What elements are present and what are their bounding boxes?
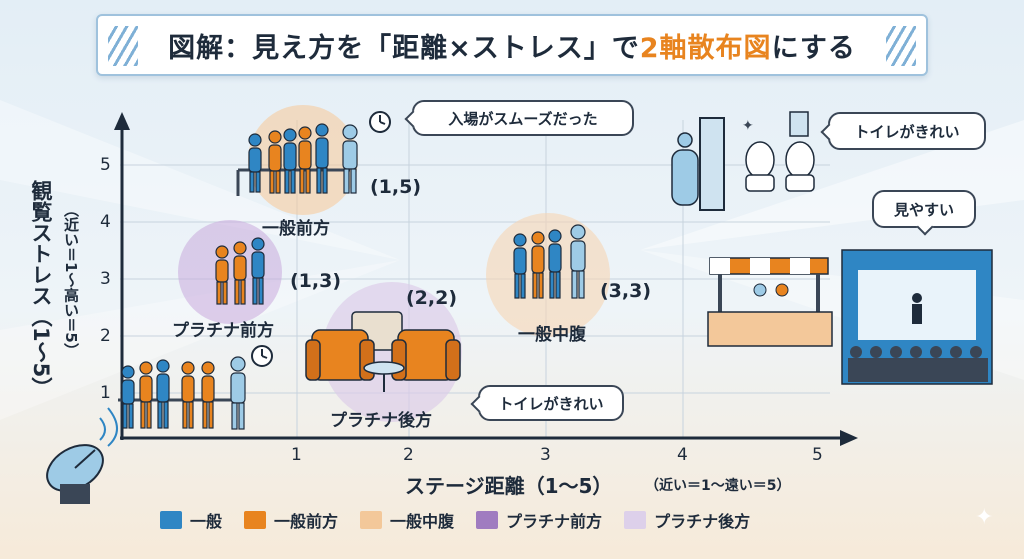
y-axis-arrow (114, 112, 130, 130)
speech-bubble-entry: 入場がスムーズだった (412, 100, 634, 136)
bottom-queue-people-icon (118, 345, 273, 430)
speech-bubble-restroom-platinum: トイレがきれい (478, 385, 624, 421)
point-coord-platinum-zenpo: (1,3) (290, 270, 342, 292)
x-tick-label: 3 (540, 445, 551, 465)
legend-swatch (360, 511, 383, 529)
legend-item: 一般 (160, 508, 222, 532)
decor-stripes-left (108, 26, 138, 66)
x-tick-label: 1 (291, 445, 302, 465)
svg-text:✦: ✦ (742, 118, 754, 134)
x-tick-label: 2 (403, 445, 414, 465)
title-suffix: にする (771, 32, 856, 64)
point-label-platinum-koho: プラチナ後方 (330, 411, 432, 431)
legend-item: プラチナ後方 (624, 508, 750, 532)
y-tick-label: 3 (100, 269, 111, 289)
point-coord-ippan-zenpo: (1,5) (370, 176, 422, 198)
decor-stripes-right (886, 26, 916, 66)
restroom-icon: ✦ (671, 111, 815, 211)
legend-swatch (160, 511, 182, 529)
point-ippan-chufuku-bg (486, 213, 610, 337)
y-axis-title: 観覧ストレス（1〜5） (29, 180, 53, 399)
clock-icon (369, 111, 391, 133)
legend-label: 一般 (190, 512, 223, 531)
y-tick-label: 4 (100, 212, 111, 232)
y-tick-label: 2 (100, 326, 111, 346)
page-title: 図解：見え方を「距離×ストレス」で2軸散布図にする (168, 26, 856, 65)
legend-swatch (244, 511, 267, 529)
middle-crowd-people-icon (513, 224, 586, 299)
legend-label: 一般中腹 (390, 512, 455, 531)
point-label-ippan-chufuku: 一般中腹 (518, 325, 586, 345)
legend-label: プラチナ前方 (506, 512, 603, 531)
sparkle-icon: ✦ (975, 505, 994, 530)
x-axis-title: ステージ距離（1〜5） (405, 474, 613, 498)
legend-swatch (476, 511, 499, 529)
title-accent: 2軸散布図 (639, 32, 772, 64)
x-axis-arrow (840, 430, 858, 446)
x-axis-note: （近い＝1〜遠い＝5） (645, 478, 791, 494)
legend-item: 一般前方 (244, 508, 338, 532)
y-axis-note: （近い＝1〜高い＝5） (62, 202, 80, 358)
satellite-dish-icon (46, 407, 118, 504)
point-coord-platinum-koho: (2,2) (406, 287, 458, 309)
title-banner: 図解：見え方を「距離×ストレス」で2軸散布図にする (96, 14, 928, 76)
speech-bubble-restroom: トイレがきれい (828, 112, 986, 150)
platinum-front-people-icon (215, 237, 265, 305)
legend-swatch (624, 511, 647, 529)
x-tick-label: 5 (812, 445, 823, 465)
point-label-platinum-zenpo: プラチナ前方 (172, 321, 274, 341)
food-stall-icon (707, 257, 833, 347)
stage-audience-icon (841, 249, 993, 385)
title-prefix: 図解：見え方を「距離×ストレス」で (168, 32, 640, 64)
speech-bubble-view: 見やすい (872, 190, 976, 228)
y-tick-label: 1 (100, 383, 111, 403)
legend-item: 一般中腹 (360, 508, 454, 532)
point-coord-ippan-chufuku: (3,3) (600, 280, 652, 302)
x-tick-label: 4 (677, 445, 688, 465)
queue-people-icon (236, 123, 358, 196)
legend: 一般 一般前方 一般中腹 プラチナ前方 プラチナ後方 (160, 508, 750, 532)
y-tick-label: 5 (100, 155, 111, 175)
legend-item: プラチナ前方 (476, 508, 602, 532)
point-label-ippan-zenpo: 一般前方 (262, 219, 330, 239)
legend-label: プラチナ後方 (654, 512, 751, 531)
legend-label: 一般前方 (274, 512, 339, 531)
armchair-lounge-icon (305, 311, 461, 392)
